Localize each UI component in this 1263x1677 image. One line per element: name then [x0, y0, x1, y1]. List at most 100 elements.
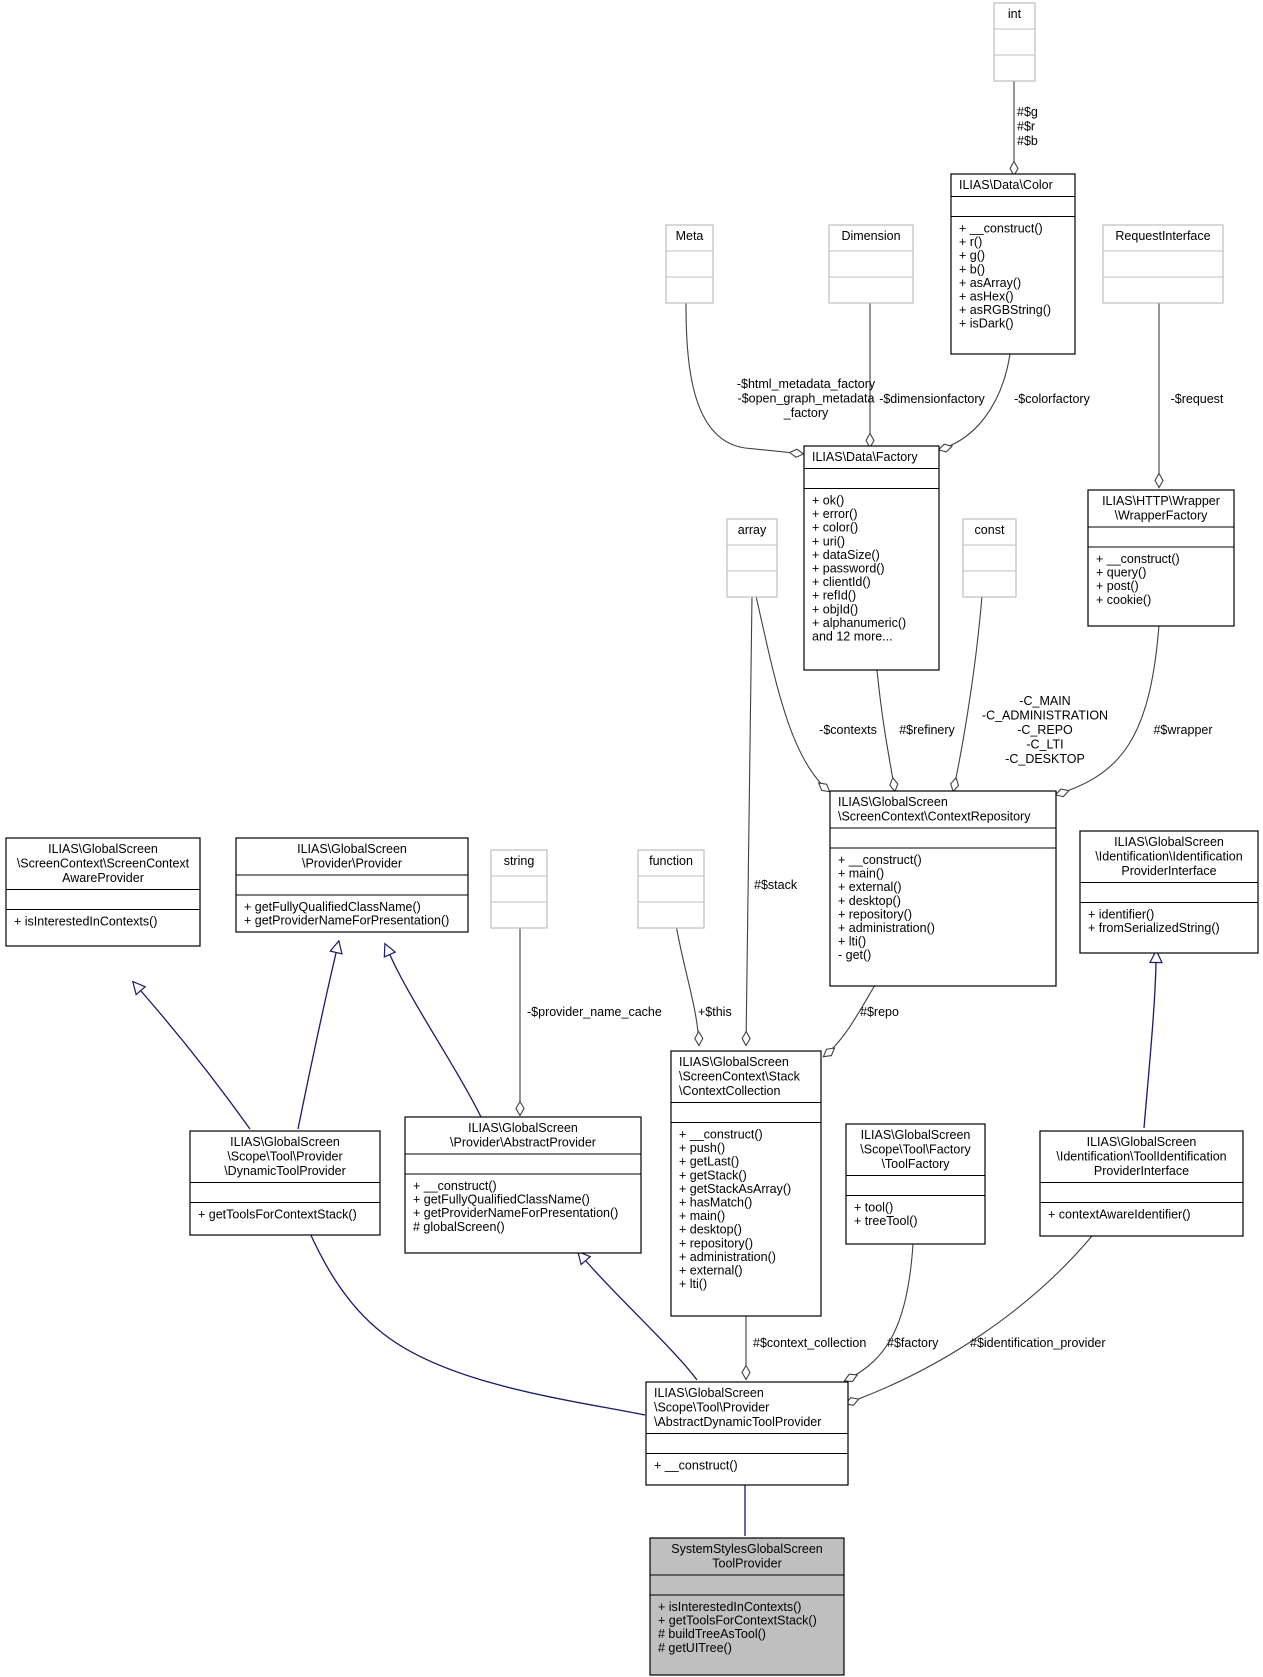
class-member: + identifier() — [1088, 908, 1154, 922]
edge-label: -$contexts — [819, 723, 877, 737]
class-title-line: \ScreenContext\Stack — [679, 1070, 801, 1084]
edge-label: -$html_metadata_factory — [737, 377, 876, 391]
class-member: + getProviderNameForPresentation() — [413, 1206, 618, 1220]
class-member: + getLast() — [679, 1155, 739, 1169]
class-box — [1079, 830, 1259, 954]
abstract-dynamic-tool-provider-class[interactable]: ILIAS\GlobalScreen\Scope\Tool\Provider\A… — [645, 1381, 849, 1486]
class-member: # buildTreeAsTool() — [658, 1627, 766, 1641]
class-title-line: Dimension — [841, 229, 900, 243]
class-member: + contextAwareIdentifier() — [1048, 1208, 1191, 1222]
class-member: + asRGBString() — [959, 303, 1051, 317]
edge-label: -$dimensionfactory — [879, 392, 985, 406]
class-member: + administration() — [679, 1250, 776, 1264]
class-box — [993, 2, 1036, 82]
factory-class[interactable]: ILIAS\Data\Factory+ ok()+ error()+ color… — [803, 445, 940, 671]
request-interface-class[interactable]: RequestInterface — [1102, 224, 1224, 304]
class-member: + lti() — [679, 1277, 707, 1291]
class-member: + uri() — [812, 534, 845, 548]
edge-const-repo — [953, 595, 983, 792]
association-edges — [520, 81, 1159, 1404]
class-title-line: ToolProvider — [712, 1557, 781, 1571]
class-title-line: ILIAS\GlobalScreen — [1087, 1135, 1197, 1149]
edge-factory-repo — [876, 669, 895, 792]
class-member: + isInterestedInContexts() — [658, 1600, 801, 1614]
edge-adtp-to-dynamic — [309, 1231, 646, 1416]
class-member: + external() — [838, 880, 902, 894]
class-title-line: ILIAS\HTTP\Wrapper — [1102, 494, 1220, 508]
class-member: + getStack() — [679, 1168, 747, 1182]
class-title-line: Meta — [676, 229, 704, 243]
edge-meta-factory — [685, 301, 804, 454]
class-title-line: ILIAS\Data\Factory — [812, 450, 918, 464]
provider-class[interactable]: ILIAS\GlobalScreen\Provider\Provider+ ge… — [235, 837, 469, 933]
edge-label: +$this — [698, 1005, 732, 1019]
class-member: + external() — [679, 1264, 743, 1278]
class-member: + __construct() — [654, 1459, 738, 1473]
edge-label: #$refinery — [899, 723, 955, 737]
meta-class[interactable]: Meta — [665, 224, 714, 304]
class-box — [649, 1537, 845, 1676]
class-member: + getFullyQualifiedClassName() — [413, 1193, 590, 1207]
class-member: + desktop() — [838, 894, 901, 908]
class-member: + getStackAsArray() — [679, 1182, 791, 1196]
edge-label: #$stack — [754, 878, 798, 892]
edge-toolident-adtp — [845, 1235, 1093, 1404]
wrapper-factory-class[interactable]: ILIAS\HTTP\Wrapper\WrapperFactory+ __con… — [1087, 489, 1235, 627]
class-member: and 12 more... — [812, 630, 893, 644]
edge-array-collection — [746, 595, 753, 1046]
class-box — [404, 1116, 642, 1254]
class-box — [1039, 1130, 1244, 1237]
dimension-class[interactable]: Dimension — [828, 224, 914, 304]
function-class[interactable]: function — [637, 849, 705, 929]
class-member: + objId() — [812, 602, 858, 616]
class-box — [490, 849, 548, 929]
color-class[interactable]: ILIAS\Data\Color+ __construct()+ r()+ g(… — [950, 173, 1076, 355]
string-class[interactable]: string — [490, 849, 548, 929]
edge-toolfactory-adtp — [844, 1243, 914, 1381]
class-member: + __construct() — [838, 853, 922, 867]
class-member: + alphanumeric() — [812, 616, 906, 630]
class-title-line: RequestInterface — [1115, 229, 1210, 243]
class-member: + __construct() — [413, 1179, 497, 1193]
array-class[interactable]: array — [726, 518, 778, 598]
class-title-line: \ToolFactory — [881, 1157, 950, 1171]
edge-repo-collection — [823, 984, 876, 1058]
edge-label: #$identification_provider — [970, 1336, 1106, 1350]
class-title-line: function — [649, 854, 693, 868]
class-box — [803, 445, 940, 671]
class-member: + asArray() — [959, 276, 1021, 290]
class-title-line: \Provider\AbstractProvider — [450, 1136, 596, 1150]
edge-dynamic-to-provider — [297, 953, 336, 1130]
abstract-provider-class[interactable]: ILIAS\GlobalScreen\Provider\AbstractProv… — [404, 1116, 642, 1254]
dynamic-tool-provider-class[interactable]: ILIAS\GlobalScreen\Scope\Tool\Provider\D… — [189, 1130, 381, 1236]
edge-wrapper-repo — [1055, 624, 1160, 795]
edge-label: -C_LTI — [1026, 738, 1063, 752]
identification-provider-class[interactable]: ILIAS\GlobalScreen\Identification\Identi… — [1079, 830, 1259, 954]
class-member: + getFullyQualifiedClassName() — [244, 900, 421, 914]
class-title-line: ILIAS\GlobalScreen — [861, 1128, 971, 1142]
class-member: + fromSerializedString() — [1088, 921, 1220, 935]
class-member: + password() — [812, 562, 885, 576]
edge-adtp-to-abstract — [586, 1261, 698, 1381]
const-class[interactable]: const — [962, 518, 1017, 598]
class-box — [845, 1123, 986, 1245]
class-title-line: \AbstractDynamicToolProvider — [654, 1415, 821, 1429]
edge-label: #$wrapper — [1153, 723, 1212, 737]
class-title-line: ILIAS\GlobalScreen — [838, 795, 948, 809]
edge-dynamic-to-aware — [141, 991, 251, 1130]
int-class[interactable]: int — [993, 2, 1036, 82]
screen-context-aware-class[interactable]: ILIAS\GlobalScreen\ScreenContext\ScreenC… — [5, 837, 201, 947]
edge-label: -C_ADMINISTRATION — [982, 709, 1108, 723]
class-box — [5, 837, 201, 947]
context-collection-class[interactable]: ILIAS\GlobalScreen\ScreenContext\Stack\C… — [670, 1050, 822, 1317]
tool-identification-class[interactable]: ILIAS\GlobalScreen\Identification\ToolId… — [1039, 1130, 1244, 1237]
class-title-line: \Provider\Provider — [302, 857, 402, 871]
edge-color-factory — [938, 353, 1011, 450]
class-member: + hasMatch() — [679, 1196, 752, 1210]
class-member: + main() — [838, 867, 884, 881]
tool-factory-class[interactable]: ILIAS\GlobalScreen\Scope\Tool\Factory\To… — [845, 1123, 986, 1245]
edge-array-repo — [755, 595, 830, 793]
context-repository-class[interactable]: ILIAS\GlobalScreen\ScreenContext\Context… — [829, 790, 1057, 987]
